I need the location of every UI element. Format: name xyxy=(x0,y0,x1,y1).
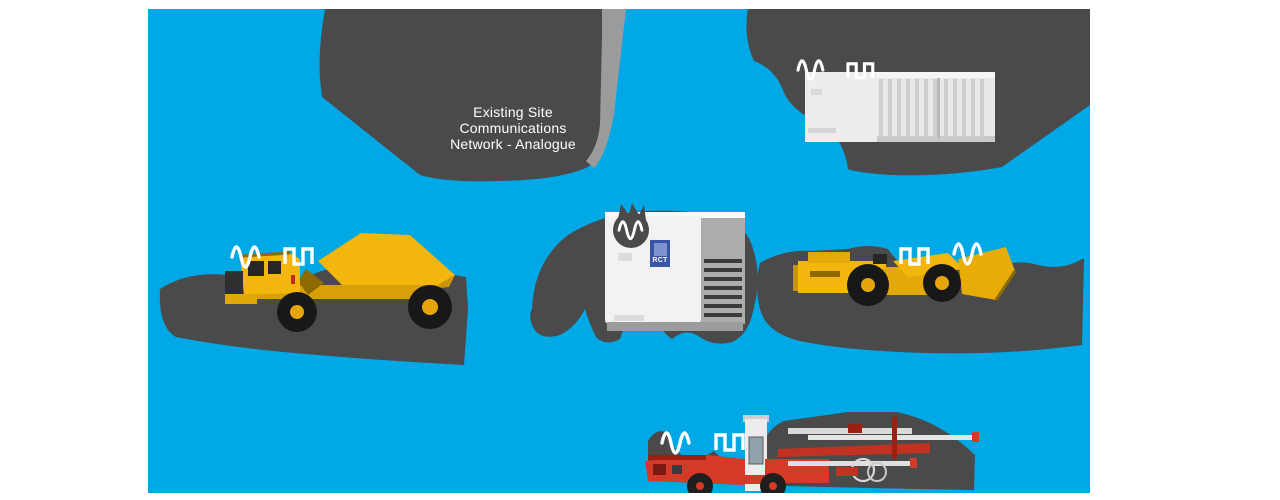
lhd-loader xyxy=(793,247,1017,306)
rct-logo xyxy=(650,240,670,267)
title-line: Existing Site xyxy=(473,104,553,120)
network-cloud-title: Existing Site Communications Network - A… xyxy=(393,104,633,152)
container-corrugation xyxy=(879,79,984,137)
diagram-art xyxy=(159,9,1090,493)
diagram-canvas: Existing Site Communications Network - A… xyxy=(148,9,1090,493)
digital-square-wave-icon xyxy=(714,433,745,452)
title-line: Communications xyxy=(459,120,567,136)
cabinet-vents xyxy=(704,259,742,317)
rct-converter-cabinet xyxy=(605,212,745,331)
analogue-signal-badge xyxy=(613,203,649,248)
rct-logo-label: RCT xyxy=(652,257,668,264)
title-line: Network - Analogue xyxy=(450,136,576,152)
jumbo-drill xyxy=(645,415,979,493)
network-cloud xyxy=(319,9,626,182)
cloud-edge-highlight xyxy=(586,9,626,168)
shipping-container xyxy=(805,72,995,142)
